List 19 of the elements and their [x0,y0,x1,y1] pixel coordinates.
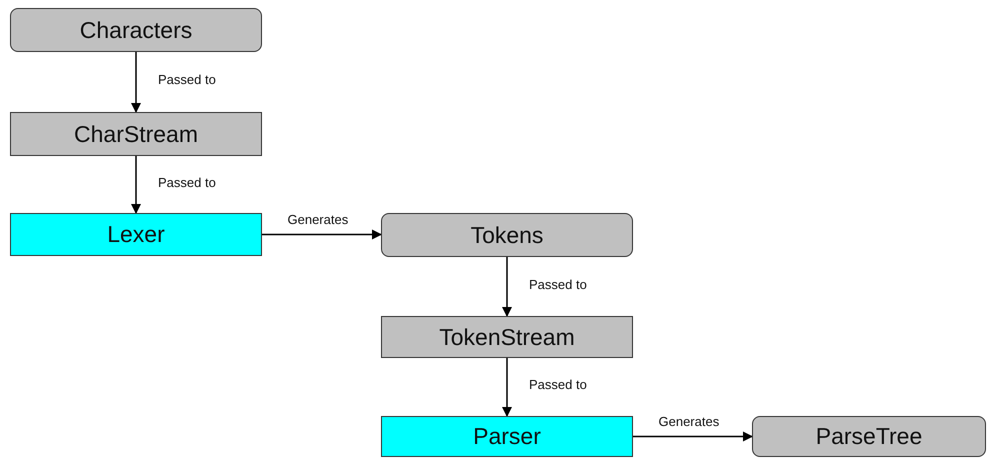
edge-label: Generates [658,414,720,428]
arrow [502,257,512,317]
edge-label: Passed to [158,176,216,188]
edge-label: Passed to [529,278,587,290]
arrow [131,52,141,113]
process-box: TokenStream [381,316,633,358]
process-box: Parser [381,416,633,457]
arrow [633,432,753,442]
process-box: CharStream [10,112,262,156]
edge-label: Passed to [158,73,216,86]
process-box: Tokens [381,213,633,257]
process-box: Characters [10,8,262,52]
edge-label: Generates [288,212,348,226]
arrow [262,230,382,240]
arrow [502,358,512,417]
process-box: Lexer [10,213,262,256]
process-box: ParseTree [752,416,986,457]
edge-label: Passed to [529,378,587,391]
arrow [131,156,141,214]
